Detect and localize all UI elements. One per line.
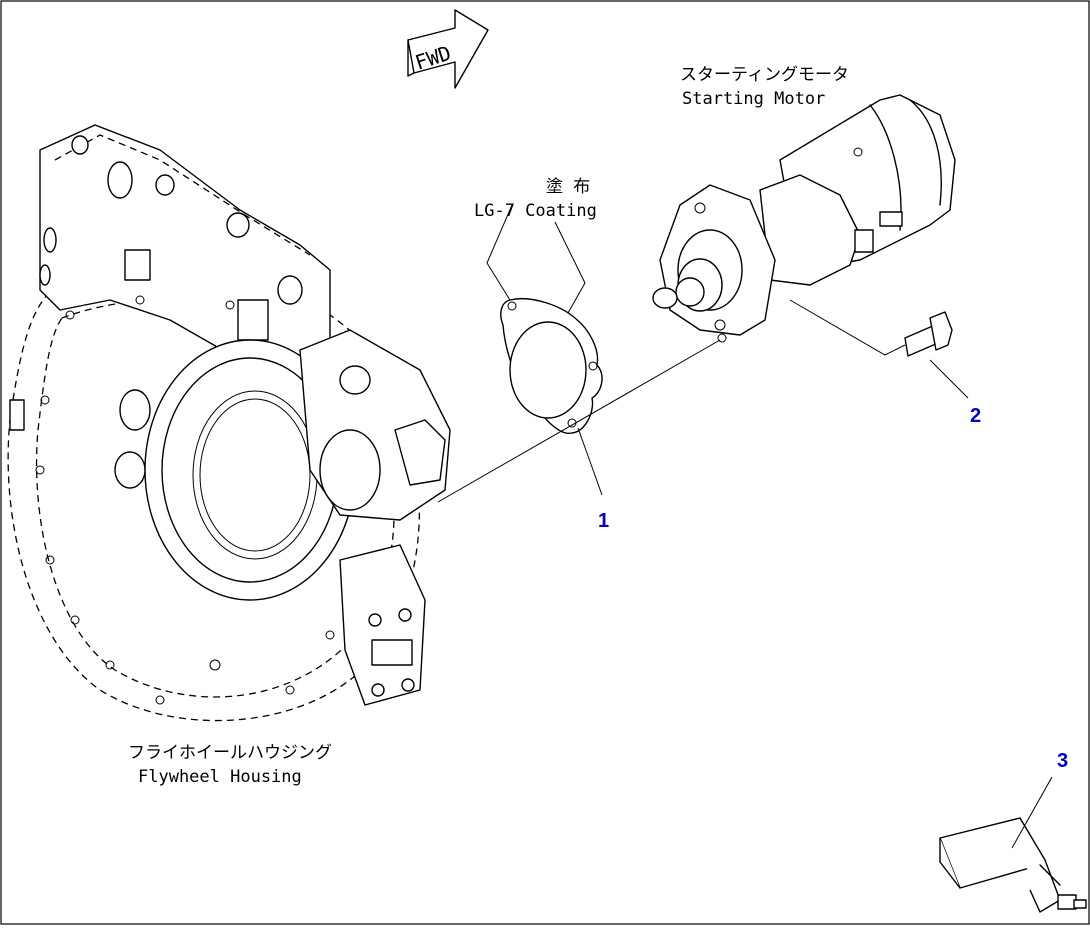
starting-motor-label-en: Starting Motor	[682, 89, 825, 109]
flywheel-housing-drawing	[7, 124, 451, 722]
callout-3[interactable]: 3	[1057, 750, 1068, 772]
starting-motor-label-jp: スターティングモータ	[680, 65, 849, 85]
coating-label-en: LG-7 Coating	[474, 201, 597, 221]
bolt-drawing	[904, 311, 953, 357]
starting-motor-drawing	[652, 94, 956, 343]
leader-lines	[437, 204, 1053, 849]
flywheel-housing-label-jp: フライホイールハウジング	[128, 743, 332, 763]
gasket-drawing	[500, 298, 603, 434]
relay-drawing	[939, 817, 1087, 913]
fwd-arrow-icon: FWD	[407, 9, 489, 89]
callout-1[interactable]: 1	[598, 510, 609, 532]
coating-label-jp: 塗 布	[546, 176, 590, 197]
callout-2[interactable]: 2	[970, 405, 981, 427]
flange-bolt-holes	[35, 295, 335, 705]
flywheel-housing-label-en: Flywheel Housing	[138, 767, 302, 787]
